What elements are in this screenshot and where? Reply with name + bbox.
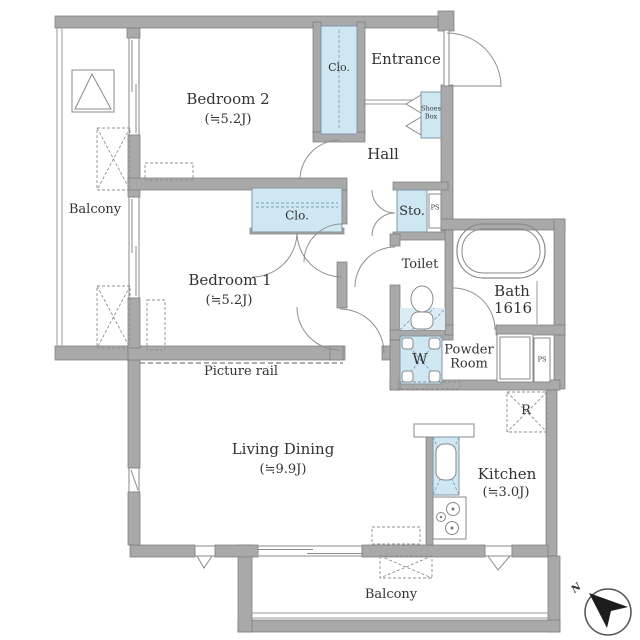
label-closet-lower: Clo. — [285, 208, 309, 223]
balcony-railings — [56, 28, 548, 619]
windows — [128, 37, 513, 571]
compass — [584, 588, 632, 636]
room-size-kitchen: (≒3.0J) — [482, 485, 530, 501]
corridor-door-arc — [339, 308, 385, 354]
label-refrigerator: R — [521, 403, 531, 419]
room-size-bath: 1616 — [493, 299, 533, 318]
pipe-space-lower-box — [533, 337, 551, 383]
label-storage: Sto. — [399, 204, 425, 220]
room-label-balcony-left: Balcony — [68, 202, 122, 218]
room-label-hall: Hall — [367, 145, 399, 164]
bathtub — [456, 223, 546, 324]
bedroom1-door-arc — [303, 223, 343, 263]
label-picture-rail: Picture rail — [203, 364, 279, 380]
label-closet-upper: Clo. — [328, 61, 350, 75]
room-label-entrance: Entrance — [371, 50, 441, 69]
room-label-powder-room: Powder Room — [444, 342, 494, 371]
label-washing-machine: W — [412, 350, 428, 369]
room-size-bedroom2: (≒5.2J) — [204, 112, 252, 128]
storage — [371, 189, 442, 237]
room-size-living-dining: (≒9.9J) — [259, 462, 307, 478]
closet-upper — [320, 25, 358, 135]
toilet-fixture — [399, 285, 446, 331]
ac-unit-marks — [96, 127, 433, 579]
room-size-bedroom1: (≒5.2J) — [205, 293, 253, 309]
room-label-bedroom2: Bedroom 2 — [186, 90, 270, 109]
label-shoes-box: Shoes Box — [421, 104, 441, 121]
bath-door-arc — [452, 287, 496, 331]
closet-lower — [251, 187, 343, 278]
door-arcs — [296, 139, 496, 354]
kitchen-counter — [413, 423, 475, 540]
walls — [54, 10, 566, 633]
room-label-kitchen: Kitchen — [477, 465, 537, 484]
evacuation-hatch — [71, 69, 115, 113]
vent-window-south — [194, 545, 216, 557]
bedroom1-door2-arc — [296, 306, 341, 351]
room-label-living-dining: Living Dining — [231, 440, 335, 459]
room-label-balcony-bottom: Balcony — [364, 587, 418, 603]
shoes-box — [405, 91, 442, 139]
powder-step — [397, 381, 461, 390]
label-pipe-space-lower: PS — [537, 355, 547, 364]
label-pipe-space-upper: PS — [430, 203, 440, 212]
refrigerator-space — [506, 391, 548, 433]
room-label-bedroom1: Bedroom 1 — [188, 271, 272, 290]
vanity — [496, 333, 534, 383]
bedroom2-door-arc — [299, 139, 341, 181]
room-label-toilet: Toilet — [401, 257, 439, 273]
room-label-bath: Bath — [494, 282, 530, 301]
pipe-space-upper-box — [428, 193, 442, 229]
toilet-door-arc — [354, 246, 396, 288]
compass-needle — [589, 593, 628, 628]
kitchen-balcony-door — [484, 545, 513, 557]
